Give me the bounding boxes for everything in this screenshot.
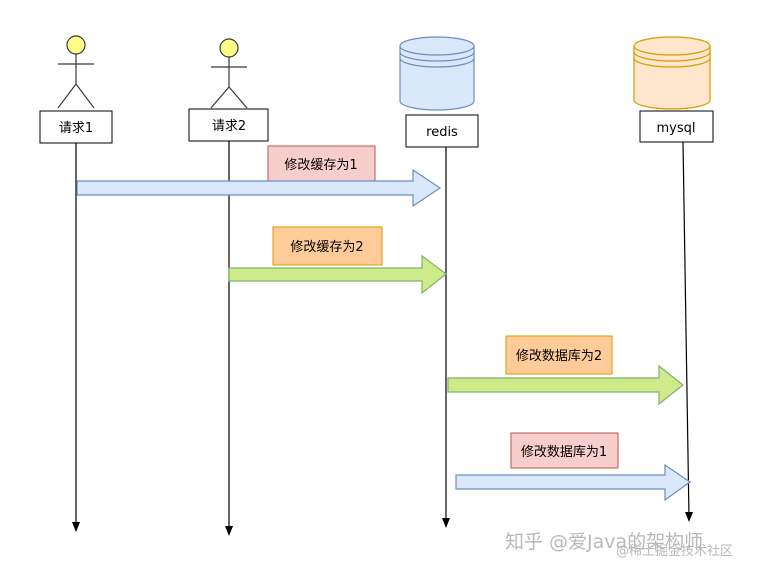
watermark-juejin: @稀土掘金技术社区 <box>616 543 733 559</box>
lifeline-redis-arrowhead <box>442 518 450 528</box>
message-2-arrow <box>228 254 447 295</box>
message-4-arrow <box>455 463 692 502</box>
lifeline-req1-arrowhead <box>72 522 80 532</box>
actor-req1-head <box>66 35 86 55</box>
message-4-label: 修改数据库为1 <box>521 444 607 460</box>
actor-req1-box <box>39 110 113 144</box>
actor-req2 <box>210 38 248 109</box>
actor-req2-head <box>219 38 239 58</box>
message-3-arrow <box>447 364 684 406</box>
message-4-label-box <box>510 432 619 469</box>
mysql-box <box>639 110 714 143</box>
actor-req2-box <box>188 108 269 142</box>
watermark-zhihu: 知乎 @爱Java的架构师 <box>505 531 703 553</box>
actor-req2-label: 请求2 <box>212 119 246 134</box>
message-1-label: 修改缓存为1 <box>284 158 357 173</box>
message-3-label: 修改数据库为2 <box>516 348 602 364</box>
redis-label: redis <box>426 125 458 140</box>
message-1-label-box <box>267 145 376 183</box>
message-3-label-box <box>505 335 613 375</box>
lifeline-mysql-arrowhead <box>685 512 693 522</box>
lifeline-req2-arrowhead <box>225 526 233 536</box>
actor-req1-label: 请求1 <box>59 121 93 136</box>
mysql-label: mysql <box>657 121 696 136</box>
message-1-arrow <box>76 168 442 208</box>
message-2-label-box <box>272 226 383 266</box>
lifeline-mysql <box>682 141 690 519</box>
redis-box <box>405 114 479 148</box>
actor-req1 <box>57 35 95 109</box>
mysql-database-icon <box>633 36 711 110</box>
message-2-label: 修改缓存为2 <box>290 240 363 255</box>
redis-database-icon <box>399 36 475 111</box>
